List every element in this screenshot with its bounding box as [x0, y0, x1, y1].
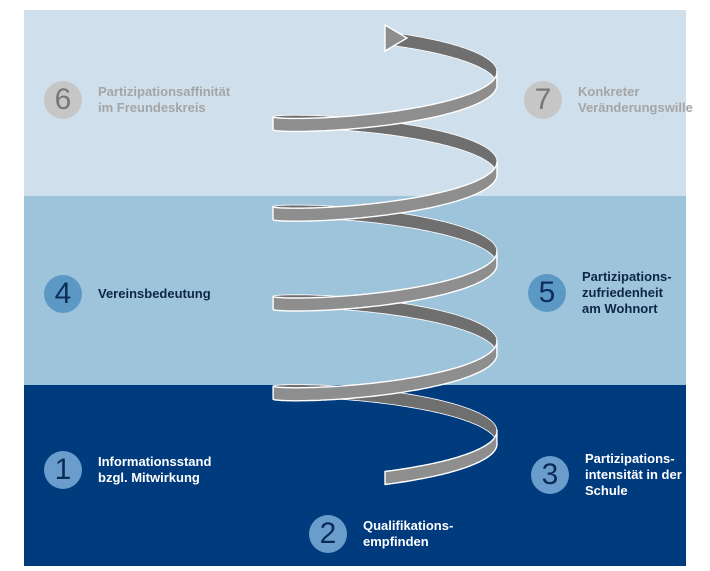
factor-4-number: 4: [44, 275, 82, 313]
factor-1-label: Informationsstand bzgl. Mitwirkung: [98, 454, 212, 485]
factor-2-number: 2: [309, 515, 347, 553]
factor-6-label: Partizipationsaffinität im Freundeskreis: [98, 84, 231, 115]
background-band-middle: [24, 196, 686, 385]
factor-7: 7 Konkreter Veränderungswille: [524, 81, 693, 119]
background-band-top: [24, 10, 686, 196]
factor-6: 6 Partizipationsaffinität im Freundeskre…: [44, 81, 230, 119]
factor-1: 1 Informationsstand bzgl. Mitwirkung: [44, 451, 211, 489]
factor-5: 5 Partizipations- zufriedenheit am Wohno…: [528, 269, 672, 317]
factor-5-number: 5: [528, 274, 566, 312]
spiral-arrow-head: [384, 23, 409, 53]
factor-6-number: 6: [44, 81, 82, 119]
factor-1-number: 1: [44, 451, 82, 489]
factor-4-label: Vereinsbedeutung: [98, 286, 211, 301]
factor-2: 2 Qualifikations- empfinden: [309, 515, 453, 553]
factor-4: 4 Vereinsbedeutung: [44, 275, 211, 313]
spiral-front-segments: [272, 70, 498, 486]
factor-5-label: Partizipations- zufriedenheit am Wohnort: [582, 269, 672, 316]
background-band-bottom: [24, 385, 686, 566]
factor-3-label: Partizipations- intensität in der Schule: [585, 451, 682, 498]
factor-7-label: Konkreter Veränderungswille: [578, 84, 693, 115]
factor-3-number: 3: [531, 456, 569, 494]
factor-3: 3 Partizipations- intensität in der Schu…: [531, 451, 682, 499]
factor-2-label: Qualifikations- empfinden: [363, 518, 454, 549]
factor-7-number: 7: [524, 81, 562, 119]
